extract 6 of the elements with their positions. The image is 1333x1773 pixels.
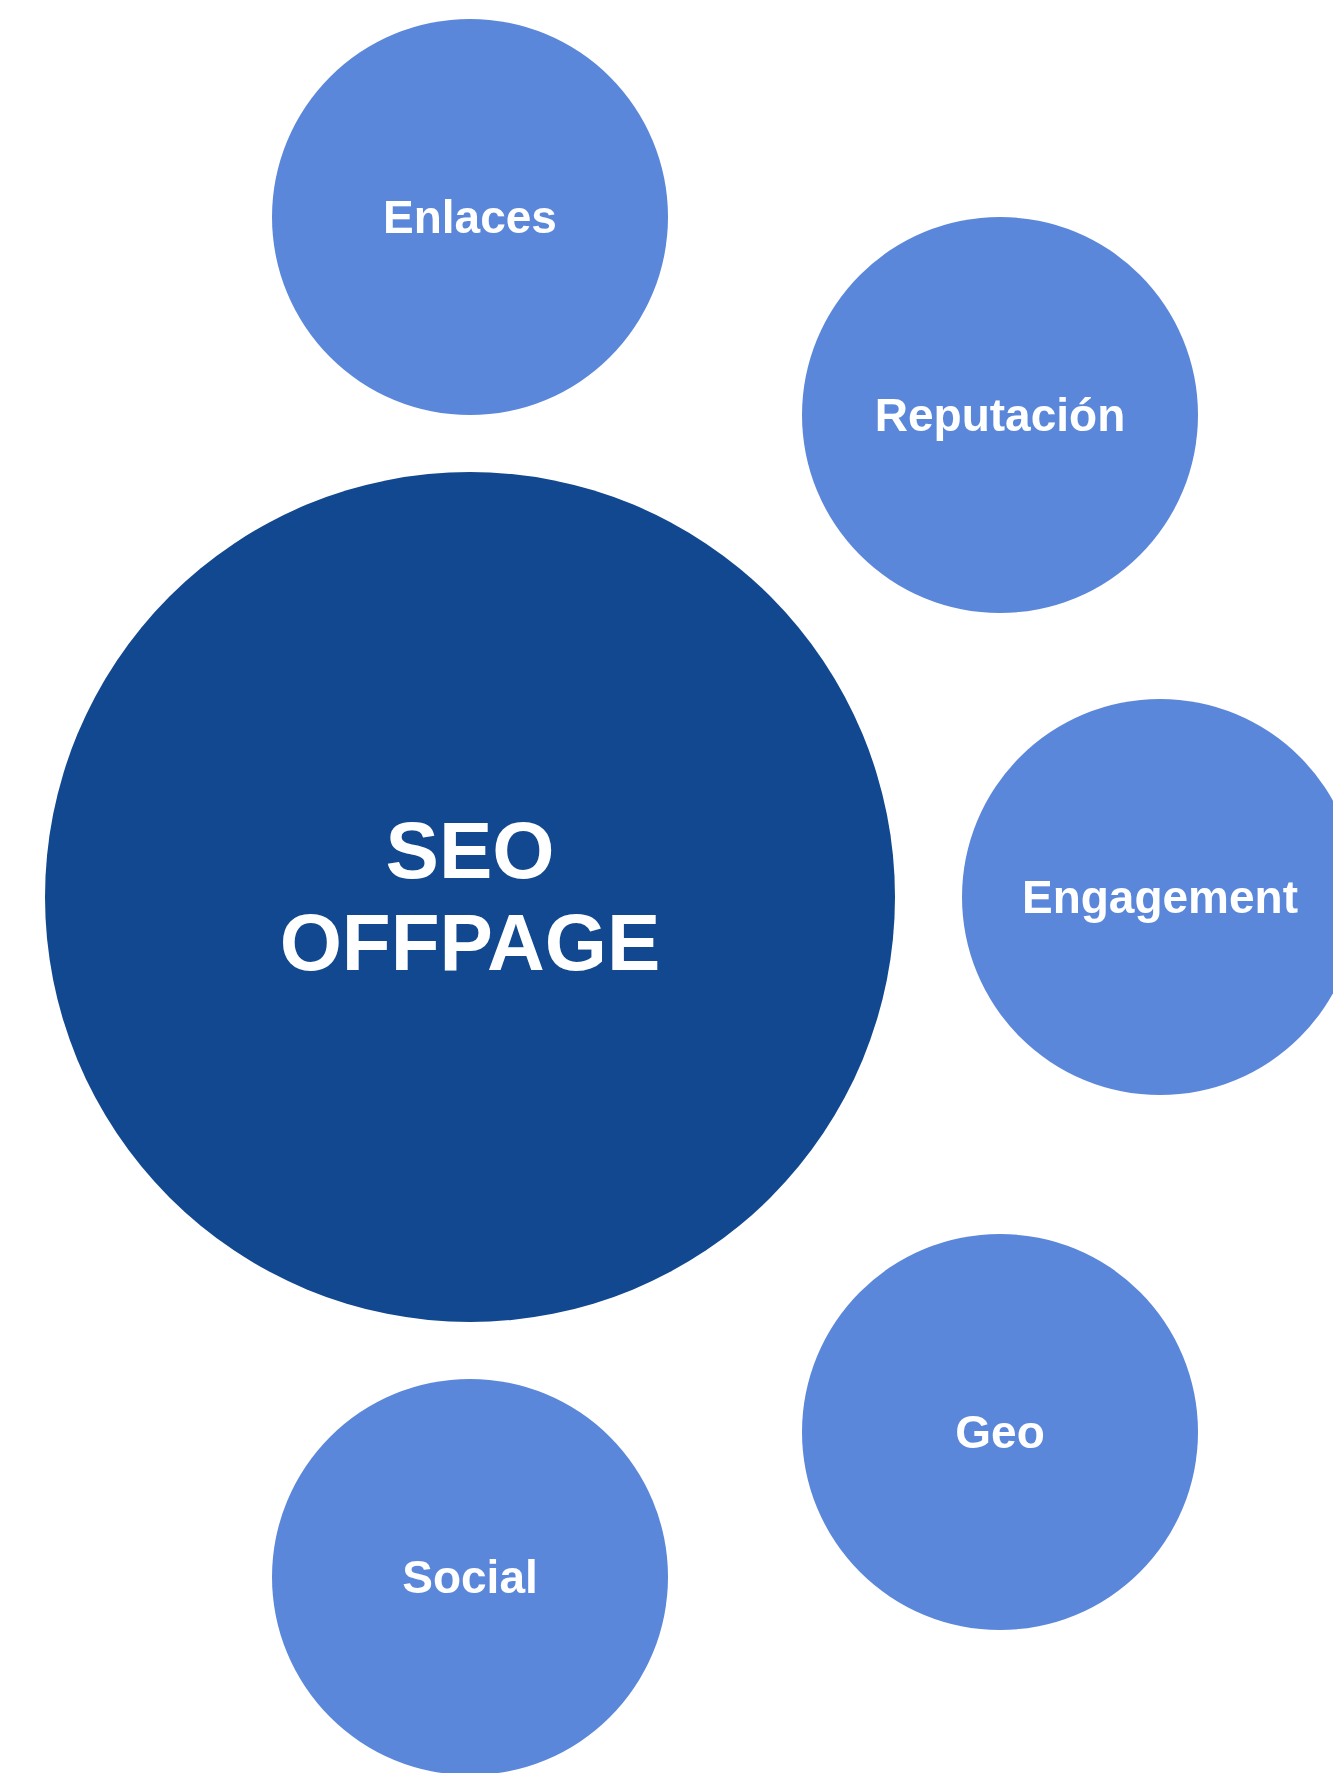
topic-bubble: Geo: [802, 1234, 1198, 1630]
topic-bubble: Reputación: [802, 217, 1198, 613]
central-bubble: SEO OFFPAGE: [45, 472, 895, 1322]
topic-bubble: Engagement: [962, 699, 1333, 1095]
topic-bubble: Social: [272, 1379, 668, 1773]
topic-bubble: Enlaces: [272, 19, 668, 415]
